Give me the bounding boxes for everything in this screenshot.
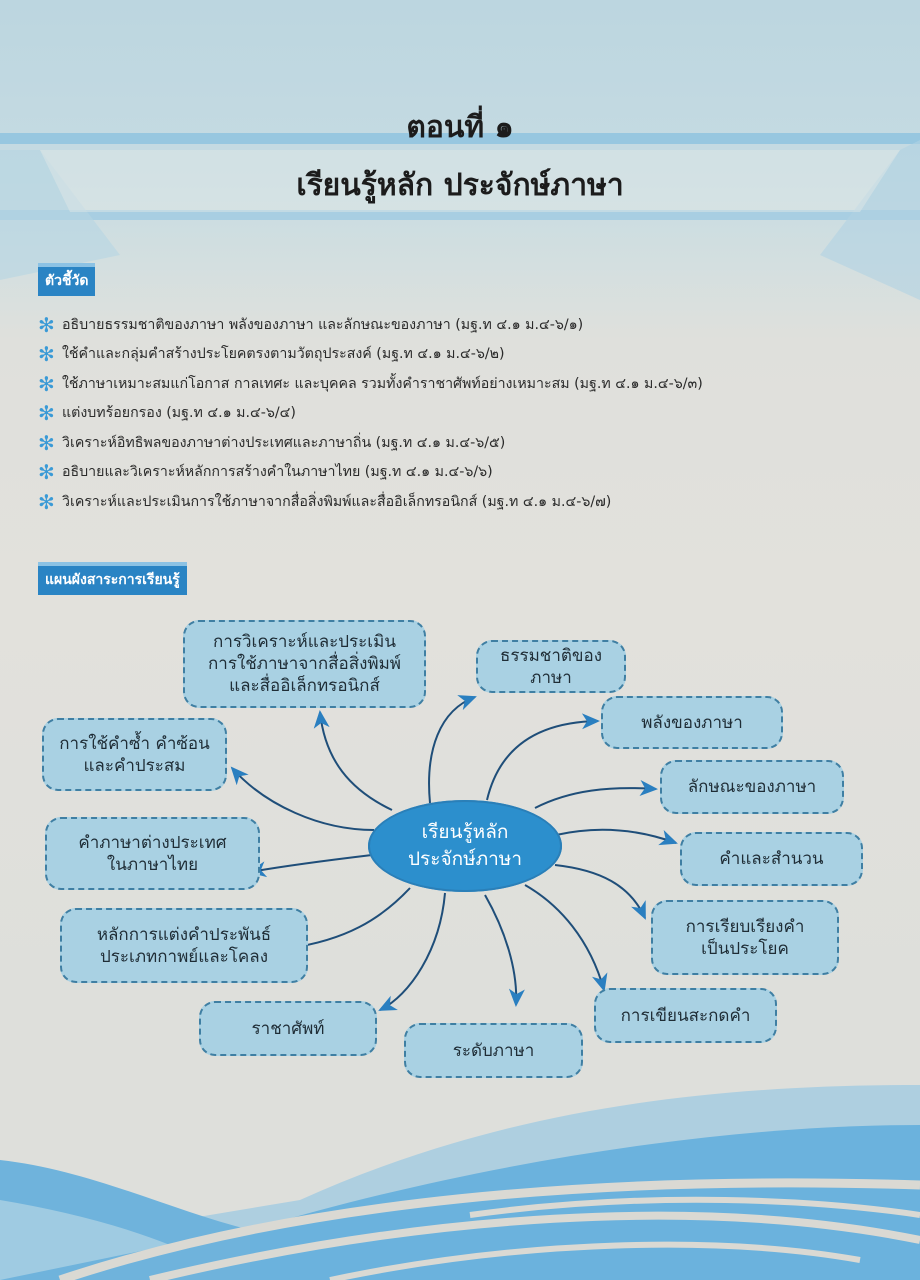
indicator-item: ✻ใช้ภาษาเหมาะสมแก่โอกาส กาลเทศะ และบุคคล… xyxy=(38,371,703,396)
asterisk-icon: ✻ xyxy=(38,312,55,337)
concept-map-heading: แผนผังสาระการเรียนรู้ xyxy=(38,562,187,595)
indicator-item: ✻วิเคราะห์และประเมินการใช้ภาษาจากสื่อสิ่… xyxy=(38,489,612,514)
part-label: ตอนที่ ๑ xyxy=(406,110,514,145)
node-sentence-composition: การเรียบเรียงคำ เป็นประโยค xyxy=(651,900,839,975)
concept-map-center: เรียนรู้หลัก ประจักษ์ภาษา xyxy=(368,800,562,892)
node-spelling: การเขียนสะกดคำ xyxy=(594,988,777,1043)
node-words-and-idioms: คำและสำนวน xyxy=(680,832,863,886)
indicator-item: ✻ใช้คำและกลุ่มคำสร้างประโยคตรงตามวัตถุปร… xyxy=(38,342,505,367)
node-power-of-language: พลังของภาษา xyxy=(601,696,783,749)
node-nature-of-language: ธรรมชาติของภาษา xyxy=(476,640,626,693)
node-characteristics-of-language: ลักษณะของภาษา xyxy=(660,760,844,814)
page-title: เรียนรู้หลัก ประจักษ์ภาษา xyxy=(296,168,624,203)
asterisk-icon: ✻ xyxy=(38,401,55,426)
indicator-item: ✻แต่งบทร้อยกรอง (มฐ.ท ๔.๑ ม.๔-๖/๔) xyxy=(38,401,296,426)
asterisk-icon: ✻ xyxy=(38,430,55,455)
node-word-formation: การใช้คำซ้ำ คำซ้อน และคำประสม xyxy=(42,718,227,791)
asterisk-icon: ✻ xyxy=(38,342,55,367)
node-royal-vocabulary: ราชาศัพท์ xyxy=(199,1001,377,1056)
indicator-item: ✻อธิบายและวิเคราะห์หลักการสร้างคำในภาษาไ… xyxy=(38,460,493,485)
asterisk-icon: ✻ xyxy=(38,371,55,396)
indicators-heading: ตัวชี้วัด xyxy=(38,263,96,296)
asterisk-icon: ✻ xyxy=(38,489,55,514)
node-media-analysis: การวิเคราะห์และประเมิน การใช้ภาษาจากสื่อ… xyxy=(183,620,426,708)
indicator-item: ✻อธิบายธรรมชาติของภาษา พลังของภาษา และลั… xyxy=(38,312,584,337)
node-foreign-words: คำภาษาต่างประเทศ ในภาษาไทย xyxy=(45,817,260,890)
asterisk-icon: ✻ xyxy=(38,460,55,485)
node-language-levels: ระดับภาษา xyxy=(404,1023,583,1078)
indicator-list: ✻อธิบายธรรมชาติของภาษา พลังของภาษา และลั… xyxy=(38,310,898,517)
indicator-item: ✻วิเคราะห์อิทธิพลของภาษาต่างประเทศและภาษ… xyxy=(38,430,506,455)
node-poetry-composition: หลักการแต่งคำประพันธ์ ประเภทกาพย์และโคลง xyxy=(60,908,308,983)
